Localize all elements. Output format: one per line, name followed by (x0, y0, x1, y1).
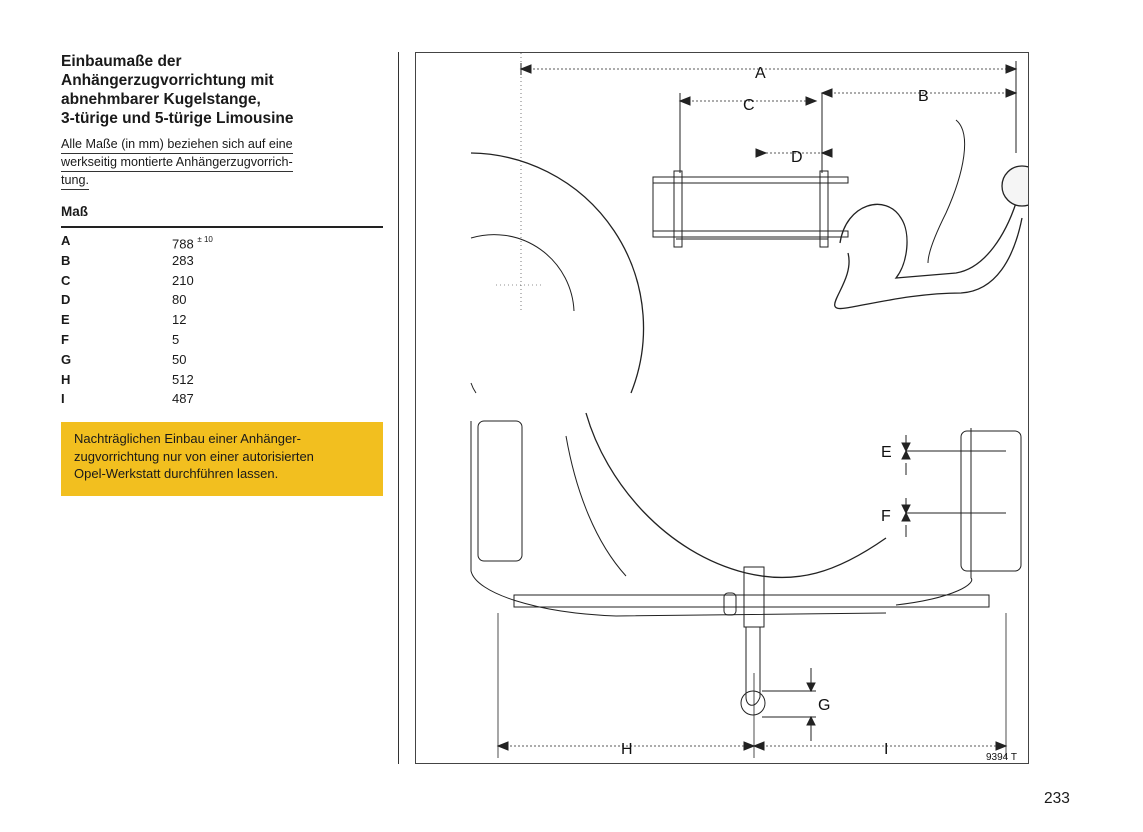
dimension-tolerance: ± 10 (197, 235, 213, 244)
heading-line-2: Anhängerzugvorrichtung mit (61, 72, 274, 89)
table-column-label: Maß (61, 204, 88, 219)
rear-panel-right (960, 430, 1022, 572)
heading-line-3: abnehmbarer Kugelstange, (61, 91, 261, 108)
table-rule (61, 226, 383, 228)
dimension-value: 5 (172, 331, 180, 347)
table-row: E 12 (61, 310, 383, 330)
figure-code: 9394 T (986, 752, 1017, 763)
table-row: B 283 (61, 251, 383, 271)
label-g: G (818, 697, 830, 714)
dimension-value: 512 (172, 371, 194, 387)
ball-neck (745, 627, 761, 706)
dimension-key: A (61, 233, 71, 248)
crossbar (513, 594, 990, 608)
label-a: A (755, 65, 766, 82)
technical-drawing: A C B D E F G H I 9394 T (415, 52, 1029, 764)
wheel-rim (470, 234, 575, 312)
note-line-3: Opel-Werkstatt durchführen lassen. (74, 466, 279, 481)
dimension-value: 210 (172, 272, 194, 288)
dimension-key: B (61, 252, 71, 268)
label-c: C (743, 97, 755, 114)
rear-ball (740, 690, 766, 716)
tow-bar-arm (839, 202, 1017, 279)
bracket-right (819, 170, 829, 248)
bumper-outline (585, 412, 887, 579)
label-f: F (881, 508, 891, 525)
table-row: I 487 (61, 389, 383, 409)
wheel-outline (470, 152, 645, 394)
column-divider (398, 52, 399, 764)
label-d: D (791, 149, 803, 166)
dimension-key: D (61, 292, 71, 308)
table-row: D 80 (61, 290, 383, 310)
rear-panel-left (477, 420, 523, 562)
label-b: B (918, 88, 929, 105)
dimension-value: 283 (172, 252, 194, 268)
heading-line-4: 3-türige und 5-türige Limousine (61, 110, 294, 127)
label-h: H (621, 741, 633, 758)
note-line-1: Nachträglichen Einbau einer Anhänger- (74, 431, 301, 446)
dimension-value-number: 788 (172, 236, 194, 252)
table-row: A 788 ± 10 (61, 231, 383, 251)
dimension-value: 12 (172, 312, 187, 328)
intro-line-2: werkseitig montierte Anhängerzugvorrich- (61, 154, 293, 172)
dimension-table: A 788 ± 10 B 283 C 210 D 80 E 12 F 5 G 5… (61, 231, 383, 409)
cable (927, 119, 966, 264)
dimension-value: 80 (172, 292, 187, 308)
heading-line-1: Einbaumaße der (61, 53, 182, 70)
frame-rail-bottom (652, 230, 849, 238)
coupling-housing (743, 566, 765, 628)
bracket-left (673, 170, 683, 248)
dimension-value: 50 (172, 351, 187, 367)
table-row: H 512 (61, 370, 383, 390)
intro-text: Alle Maße (in mm) beziehen sich auf eine… (61, 136, 361, 190)
warning-note: Nachträglichen Einbau einer Anhänger- zu… (61, 422, 383, 496)
tow-ball (1001, 165, 1028, 207)
label-i: I (884, 741, 888, 758)
dimension-value: 487 (172, 391, 194, 407)
frame-rail-top (652, 176, 849, 184)
dimension-key: I (61, 391, 65, 407)
dimension-key: C (61, 272, 71, 288)
label-e: E (881, 444, 892, 461)
table-row: G 50 (61, 350, 383, 370)
dimension-key: G (61, 351, 72, 367)
dimension-value: 788 ± 10 (172, 231, 213, 254)
dimension-key: F (61, 331, 69, 347)
dimension-key: E (61, 312, 70, 328)
note-line-2: zugvorrichtung nur von einer autorisiert… (74, 448, 314, 464)
intro-line-1: Alle Maße (in mm) beziehen sich auf eine (61, 136, 293, 154)
table-row: C 210 (61, 271, 383, 291)
tow-bar-diagram: A C B D E F G H I 9394 T (470, 53, 1028, 763)
table-row: F 5 (61, 330, 383, 350)
intro-line-3: tung. (61, 172, 90, 190)
dimension-key: H (61, 371, 71, 387)
page-number: 233 (1044, 790, 1070, 807)
section-heading: Einbaumaße der Anhängerzugvorrichtung mi… (61, 52, 361, 128)
